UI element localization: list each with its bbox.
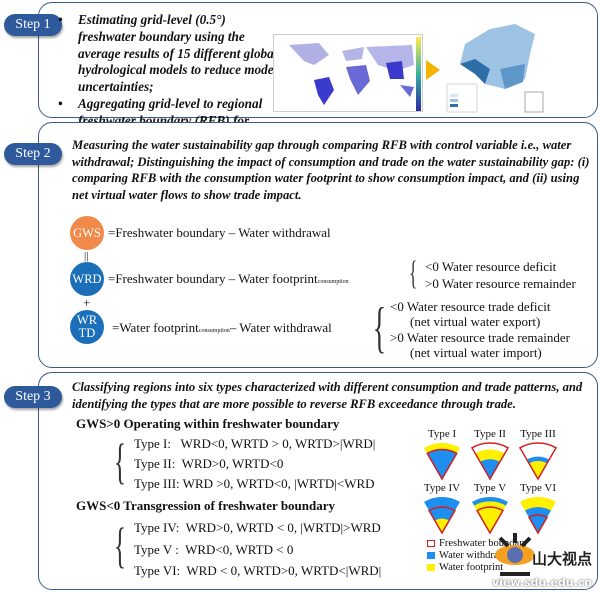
step1-badge: Step 1 <box>4 14 62 36</box>
type-wedge-icon <box>424 497 460 535</box>
wrtd-case: (net virtual water export) <box>410 314 541 329</box>
wrtd-equation: =Water footprintconsumption– Water withd… <box>112 320 332 336</box>
type-rule: Type V : WRD<0, WRTD < 0 <box>134 542 294 557</box>
pos-brace: { <box>114 433 126 489</box>
boundary-outline <box>518 442 558 481</box>
watermark-logo: 山大视点 view.sdu.edu.cn <box>490 530 600 594</box>
plus-sign: + <box>83 295 91 310</box>
type-label: Type I <box>427 428 457 440</box>
legend-freshwater-boundary: Freshwater boundary <box>427 538 528 549</box>
china-map-icon <box>446 24 544 113</box>
type-label: Type III <box>520 428 556 440</box>
type-wedge-icon <box>518 442 558 481</box>
wrd-case: >0 Water resource remainder <box>425 276 576 291</box>
wrtd-eq-sub: consumption <box>198 328 230 334</box>
boundary-outline <box>470 442 510 481</box>
boundary-outline <box>476 506 504 535</box>
wedge-layer <box>427 449 457 479</box>
watermark-cn: 山大视点 <box>532 550 593 568</box>
arrow-right-icon <box>426 60 440 80</box>
wrtd-case: (net virtual water import) <box>410 345 542 360</box>
equals-sign: || <box>84 250 89 262</box>
type-rule: Type I: WRD<0, WRTD > 0, WRTD>|WRD| <box>134 436 376 451</box>
wrd-eq-text: =Freshwater boundary – Water footprint <box>108 271 318 286</box>
step3-description: Classifying regions into six types chara… <box>72 380 583 411</box>
eye-logo-icon <box>495 533 535 576</box>
step2-description: Measuring the water sustainability gap t… <box>72 138 590 202</box>
neg-brace: { <box>114 517 126 573</box>
boundary-outline <box>428 506 456 535</box>
boundary-outline <box>527 514 549 535</box>
wrd-equation: =Freshwater boundary – Water footprintco… <box>108 271 349 287</box>
type-wedge-icon <box>520 497 556 535</box>
wrtd-case: <0 Water resource trade deficit <box>390 299 551 314</box>
wrd-case: <0 Water resource deficit <box>425 259 557 274</box>
type-wedge-icon <box>424 443 460 481</box>
wedge-layer <box>424 497 460 533</box>
wrtd-brace: { <box>372 297 387 359</box>
wrd-circle: WRD <box>70 262 104 296</box>
step3-badge: Step 3 <box>4 386 62 408</box>
step2-panel <box>38 122 598 368</box>
step2-badge: Step 2 <box>4 143 62 165</box>
gws-circle: GWS <box>70 216 104 250</box>
wedge-layer <box>525 507 551 533</box>
wrd-brace: { <box>409 255 418 292</box>
type-rule: Type II: WRD>0, WRTD<0 <box>134 456 284 471</box>
type-wedge-icon <box>470 442 510 481</box>
type-label: Type II <box>474 428 506 440</box>
type-label: Type VI <box>520 482 556 494</box>
wedge-layer <box>474 501 506 533</box>
bullet: Estimating grid-level (0.5°) freshwater … <box>56 12 278 96</box>
type-label: Type V <box>473 482 507 494</box>
type-wedge-icon <box>472 497 508 535</box>
watermark-url: view.sdu.edu.cn <box>492 576 593 589</box>
legend-water-footprint: Water footprint <box>427 562 503 573</box>
wrtd-eq-a: =Water footprint <box>112 320 199 335</box>
wedge-layer <box>480 459 500 479</box>
legend-water-withdrawal: Water withdrawal <box>427 550 514 561</box>
legend-label: Water footprint <box>439 562 504 573</box>
wrtd-eq-b: – Water withdrawal <box>229 320 332 335</box>
type-rule: Type IV: WRD>0, WRTD < 0, |WRTD|>WRD <box>134 520 381 535</box>
negative-heading: GWS<0 Transgression of freshwater bounda… <box>76 498 336 513</box>
type-label: Type IV <box>423 482 461 494</box>
legend-label: Freshwater boundary <box>439 538 528 549</box>
wrtd-label-1: WR <box>76 313 98 327</box>
type-rule: Type III: WRD >0, WRTD<0, |WRTD|<WRD <box>134 476 375 491</box>
boundary-outline <box>426 448 458 481</box>
legend-label: Water withdrawal <box>439 550 514 561</box>
china-map-image <box>445 14 545 114</box>
wrtd-label-2: TD <box>78 326 96 340</box>
positive-heading: GWS>0 Operating within freshwater bounda… <box>76 416 340 431</box>
gws-equation: =Freshwater boundary – Water withdrawal <box>108 225 331 240</box>
global-map-image <box>273 34 423 112</box>
world-map-icon <box>289 37 421 111</box>
wrtd-case: >0 Water resource trade remainder <box>390 330 571 345</box>
wrd-eq-sub: consumption <box>317 279 349 285</box>
wedge-layer <box>529 461 547 479</box>
type-rule: Type VI: WRD < 0, WRTD>0, WRTD<|WRD| <box>134 563 382 578</box>
wedge-layer <box>434 518 450 533</box>
